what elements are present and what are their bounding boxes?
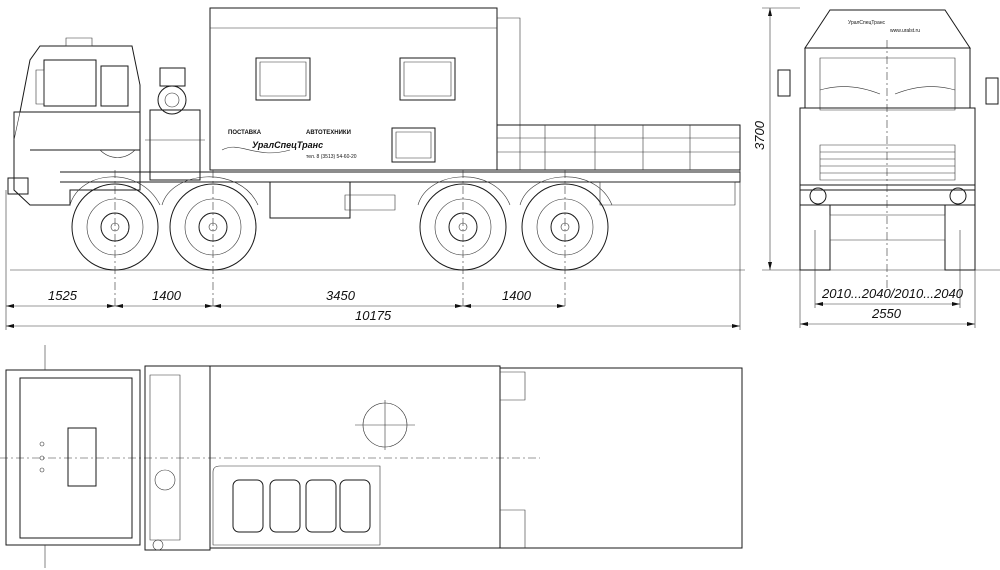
van-body-top bbox=[209, 365, 501, 549]
dim-front-overhang: 1525 bbox=[48, 288, 78, 303]
front-wheel-left bbox=[799, 204, 831, 271]
dim-wheelbase-1: 1400 bbox=[152, 288, 182, 303]
side-view: ПОСТАВКА АВТОТЕХНИКИ УралСпецТранс тел. … bbox=[5, 7, 745, 330]
brand-label: УралСпецТранс bbox=[252, 140, 323, 150]
product-label: АВТОТЕХНИКИ bbox=[306, 130, 351, 136]
cab-top bbox=[5, 369, 141, 546]
top-view bbox=[0, 345, 743, 568]
dim-track: 2010...2040/2010...2040 bbox=[821, 286, 964, 301]
cab-outline bbox=[13, 45, 141, 206]
dim-wheelbase-2: 3450 bbox=[326, 288, 356, 303]
body-window-front bbox=[255, 57, 311, 101]
supplier-label: ПОСТАВКА bbox=[228, 130, 262, 136]
front-brand-label: УралСпецТранс bbox=[848, 20, 885, 26]
dim-overall-length: 10175 bbox=[355, 308, 392, 323]
dim-overall-width: 2550 bbox=[871, 306, 902, 321]
dim-height: 3700 bbox=[752, 120, 767, 150]
phone-label: тел. 8 (3513) 54-60-20 bbox=[306, 154, 357, 160]
front-website-label: www.uralst.ru bbox=[890, 28, 920, 34]
front-view: 3700 УралСпецТранс www.uralst.ru 2010...… bbox=[752, 7, 1000, 328]
dim-wheelbase-3: 1400 bbox=[502, 288, 532, 303]
hatch bbox=[391, 127, 436, 163]
body-window-rear bbox=[399, 57, 456, 101]
side-dimensions: 1525 1400 3450 1400 10175 bbox=[6, 288, 740, 328]
